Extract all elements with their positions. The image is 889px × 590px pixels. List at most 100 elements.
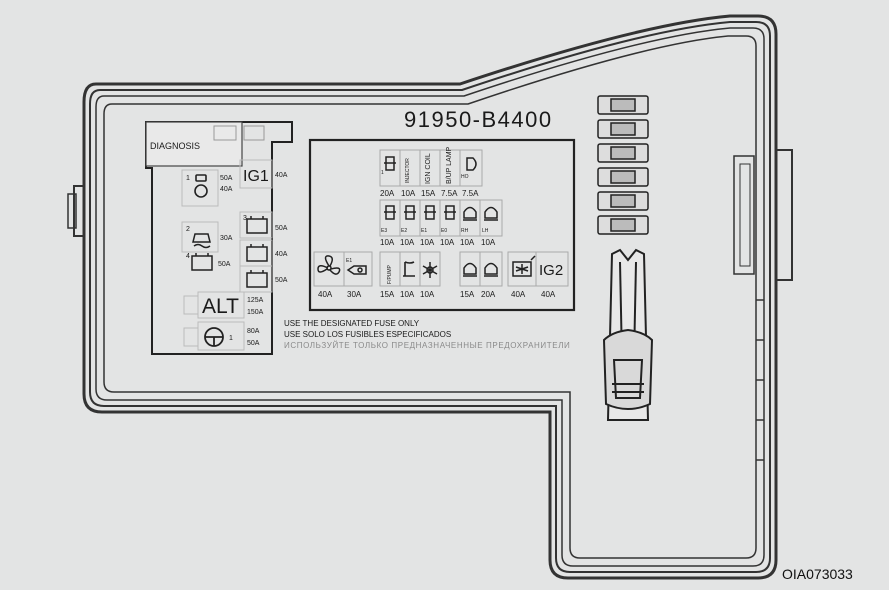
- svg-text:50A: 50A: [218, 261, 231, 268]
- spare-fuse: [597, 143, 649, 163]
- svg-text:LH: LH: [482, 228, 489, 234]
- spare-fuse: [597, 95, 649, 115]
- svg-text:INJECTOR: INJECTOR: [405, 158, 411, 183]
- svg-text:80A: 80A: [247, 328, 260, 335]
- fuse-slot-1: 1 50A 40A: [181, 169, 233, 207]
- fuse-slot-5: 40A: [239, 239, 288, 267]
- horn-icon: [346, 265, 367, 275]
- svg-text:125A: 125A: [247, 297, 264, 304]
- fuse-headlamp-1: 15A: [459, 251, 481, 299]
- steering-wheel-icon: [204, 327, 224, 347]
- spare-fuse: [597, 191, 649, 211]
- battery-icon: [246, 244, 268, 262]
- fuel-pump-icon: [403, 261, 415, 277]
- fuse-ign-coil: IGN COIL 15A: [419, 149, 441, 198]
- right-panel-border: [308, 138, 576, 312]
- fuse-fpump: F/PUMP 15A: [379, 251, 401, 299]
- svg-text:20A: 20A: [380, 189, 395, 198]
- fuse-slot-4: 4 50A: [186, 253, 231, 271]
- left-latch: [73, 185, 84, 237]
- right-latch-slot: [733, 155, 755, 275]
- sensor-icon: [404, 205, 416, 220]
- headlamp-icon: [463, 206, 477, 221]
- svg-text:E3: E3: [381, 228, 387, 234]
- vehicle-stability-icon: [192, 233, 211, 249]
- svg-text:150A: 150A: [247, 309, 264, 316]
- svg-text:10A: 10A: [401, 189, 416, 198]
- fuse-injector: INJECTOR 10A: [399, 149, 421, 198]
- spare-fuse: [597, 215, 649, 235]
- spare-fuse: [597, 119, 649, 139]
- svg-text:40A: 40A: [318, 290, 333, 299]
- svg-text:ALT: ALT: [202, 295, 239, 318]
- svg-text:1: 1: [381, 170, 384, 176]
- left-panel-border: [145, 121, 293, 355]
- sensor-icon: [444, 205, 456, 220]
- svg-text:20A: 20A: [481, 290, 496, 299]
- fuse-headlamp-lh: LH 10A: [479, 199, 503, 247]
- svg-text:50A: 50A: [275, 225, 288, 232]
- svg-text:40A: 40A: [541, 290, 556, 299]
- svg-text:10A: 10A: [420, 290, 435, 299]
- svg-text:E1: E1: [346, 258, 352, 264]
- diagnosis-connector: [145, 121, 243, 167]
- fuse-box-housing: [67, 14, 793, 580]
- svg-text:10A: 10A: [400, 290, 415, 299]
- housing-outline-3: [95, 27, 765, 567]
- svg-text:1: 1: [229, 335, 233, 342]
- fuse-headlamp-rh: RH 10A: [459, 199, 481, 247]
- cooling-fan-icon: [317, 255, 341, 275]
- svg-text:10A: 10A: [380, 238, 395, 247]
- battery-icon: [246, 270, 268, 288]
- svg-text:7.5A: 7.5A: [441, 189, 458, 198]
- housing-outline-2: [89, 21, 771, 573]
- fuse-e2: E2 10A: [399, 199, 421, 247]
- fuse-defroster: 10A: [419, 251, 441, 299]
- rear-defrost-icon: [512, 255, 536, 277]
- svg-text:40A: 40A: [511, 290, 526, 299]
- fuse-cooling-fan: 40A: [313, 251, 345, 299]
- sensor-icon: [424, 205, 436, 220]
- fuse-slot-6: 50A: [239, 265, 288, 293]
- figure-code: OIA073033: [782, 566, 853, 582]
- fuse-e0: E0 10A: [439, 199, 461, 247]
- svg-text:7.5A: 7.5A: [462, 189, 479, 198]
- svg-text:IG2: IG2: [539, 262, 563, 279]
- battery-icon: [246, 216, 268, 234]
- fuse-e1: E1 10A: [419, 199, 441, 247]
- alt-fuse: ALT 125A 150A: [183, 291, 264, 319]
- spare-fuse: [597, 167, 649, 187]
- fuse-slot-2: 2 30A: [181, 221, 233, 253]
- svg-text:1: 1: [186, 175, 190, 182]
- notice-spanish: USE SOLO LOS FUSIBLES ESPECIFICADOS: [284, 330, 451, 339]
- svg-text:50A: 50A: [220, 175, 233, 182]
- horn-icon: [466, 157, 477, 171]
- fuse-fuel-pump: 10A: [399, 251, 421, 299]
- svg-text:15A: 15A: [421, 189, 436, 198]
- svg-text:E1: E1: [421, 228, 427, 234]
- svg-text:2: 2: [186, 226, 190, 233]
- svg-text:50A: 50A: [275, 277, 288, 284]
- svg-text:40A: 40A: [275, 172, 288, 179]
- fuse-row-1: 1 20A INJECTOR 10A IGN COIL 15A B/UP LAM…: [379, 146, 483, 198]
- battery-icon: [191, 253, 213, 271]
- ig1-relay: IG1 40A: [239, 159, 288, 189]
- fuse-e3: E3 10A: [379, 199, 401, 247]
- spare-fuses: [597, 95, 649, 235]
- diagnosis-pin: [243, 125, 265, 141]
- fuse-headlamp-2: 20A: [479, 251, 503, 299]
- svg-text:30A: 30A: [220, 235, 233, 242]
- svg-text:IG1: IG1: [243, 168, 269, 185]
- engine-warning-icon: [194, 174, 208, 198]
- fuse-horn: HO 7.5A: [459, 149, 483, 198]
- svg-text:E0: E0: [441, 228, 447, 234]
- svg-text:B/UP LAMP: B/UP LAMP: [446, 146, 453, 184]
- fuse-row-3: 40A E1 30A F/PUMP 15A 10A: [313, 251, 569, 299]
- fuse-notice: USE THE DESIGNATED FUSE ONLY USE SOLO LO…: [284, 319, 570, 350]
- svg-text:40A: 40A: [220, 186, 233, 193]
- side-notches: [756, 299, 764, 461]
- sensor-icon: [384, 205, 396, 220]
- headlamp-icon: [484, 206, 498, 221]
- svg-text:30A: 30A: [347, 290, 362, 299]
